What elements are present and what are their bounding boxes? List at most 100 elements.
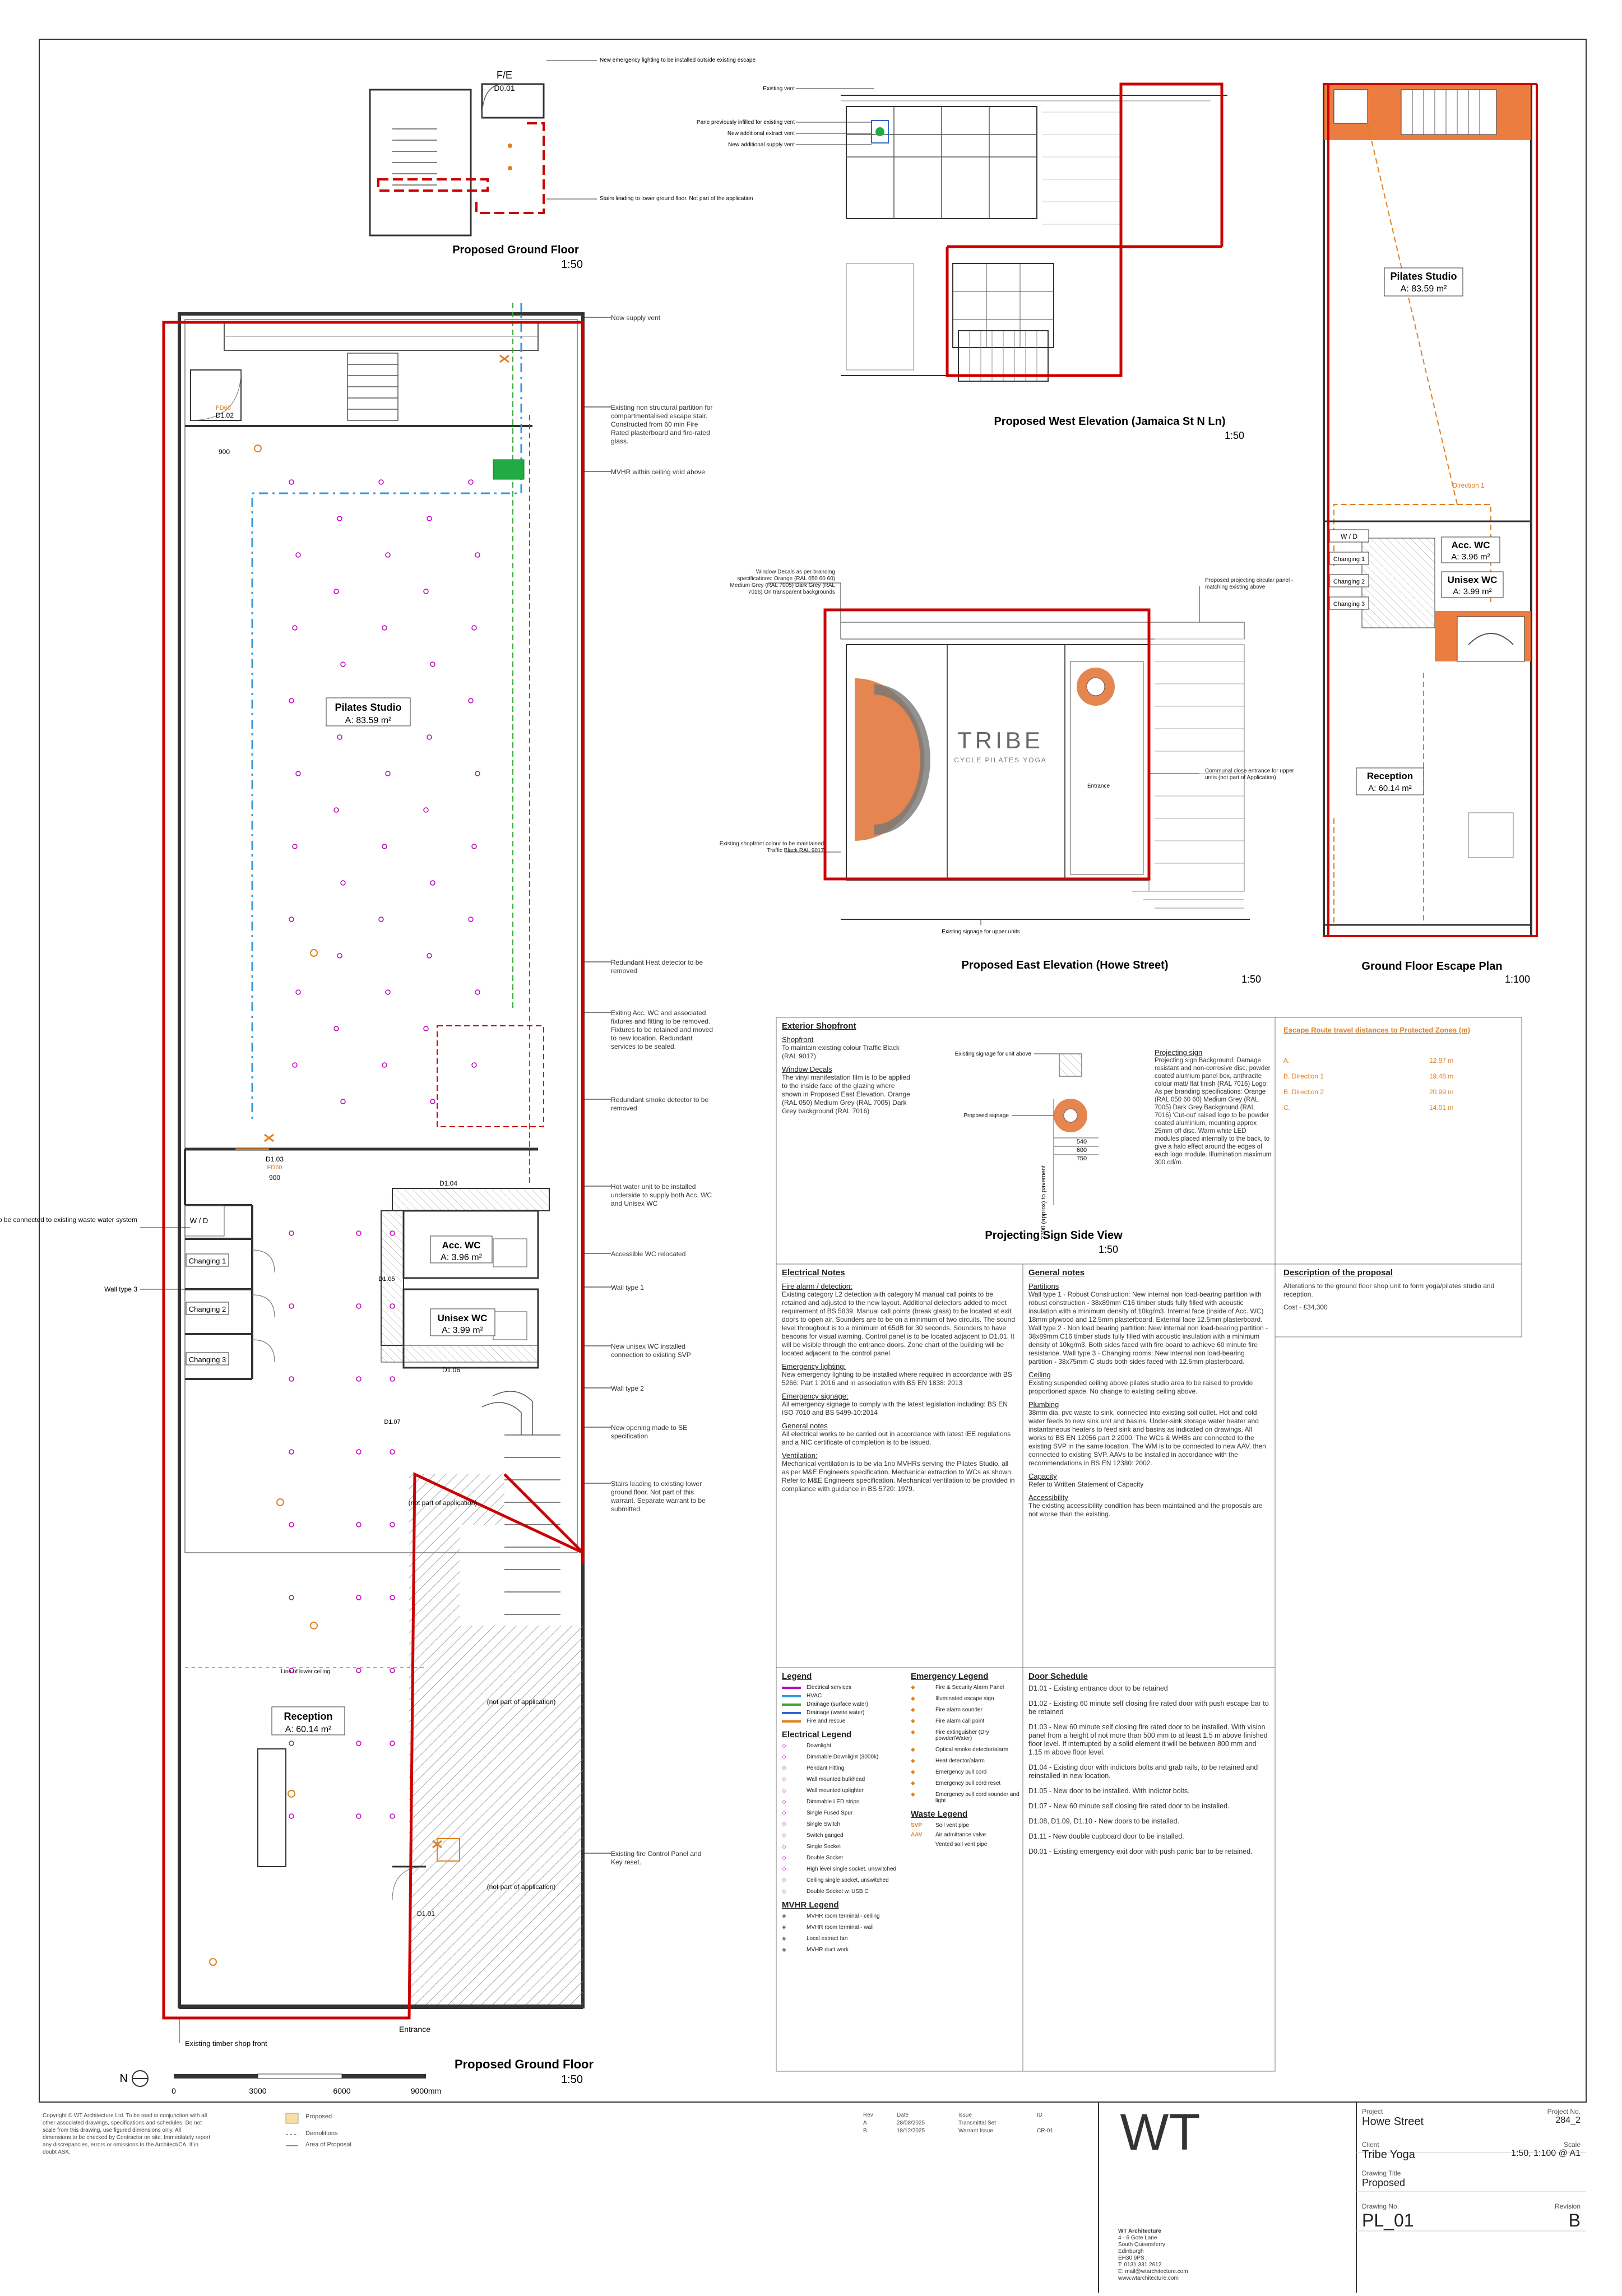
dim-900-mid: 900 [269,1174,280,1182]
scale-tick-9000: 9000mm [411,2086,441,2095]
downlight-fixture [378,479,384,485]
downlight-fixture [427,516,432,521]
door-schedule-panel: Door Schedule D1.01 - Existing entrance … [1028,1672,1269,2064]
legend-swatch [782,1695,801,1697]
proposal-cost: Cost - £34,300 [1283,1303,1328,1311]
west-note-new-supply: New additional supply vent [728,142,795,148]
legend-symbol: ◆ [911,1780,915,1786]
legend-item: ◇Wall mounted bulkhead [782,1776,911,1783]
west-note-new-extract: New additional extract vent [727,131,795,137]
notes-body: All emergency signage to comply with the… [782,1400,1008,1417]
legend-item: ◆Emergency pull cord reset [911,1780,1023,1786]
legend-label: Local extract fan [807,1936,848,1942]
downlight-fixture [468,916,474,922]
revision-cell: B [863,2128,867,2134]
downlight-fixture [295,989,301,995]
electrical-notes-sections: Fire alarm / detection:Existing category… [782,1282,1017,1493]
legend-symbol: ◇ [782,1844,786,1850]
downlight-fixture [289,1740,294,1746]
legend-label: High level single socket, unswitched [807,1866,897,1872]
label-entrance: Entrance [399,2025,430,2034]
notes-heading: Ventilation: [782,1451,818,1460]
door-d101: D1.01 [417,1910,435,1918]
legend-symbol: ◈ [782,1947,786,1953]
legend-label: Dimmable Downlight (3000k) [807,1754,879,1760]
downlight-fixture [337,734,342,740]
door-d105: D1.05 [378,1276,395,1283]
downlight-fixture [382,1062,387,1068]
legend-label: Fire extinguisher (Dry powder/Water) [935,1729,989,1742]
downlight-fixture [390,1522,395,1527]
revision-header-cell: Issue [958,2112,972,2118]
downlight-fixture [390,1668,395,1673]
legend-label: Pendant Fitting [807,1765,845,1771]
tb-client: Tribe Yoga [1362,2149,1415,2161]
annotation-6: Hot water unit to be installed underside… [611,1183,712,1207]
legend-item: ◇Switch ganged [782,1832,911,1839]
notes-heading: Capacity [1028,1472,1057,1480]
escape-distance: 19.48 m [1429,1072,1454,1080]
electrical-legend-title: Electrical Legend [782,1730,852,1739]
door-schedule-item: D1.07 - New 60 minute self closing fire … [1028,1802,1230,1810]
west-elevation [796,82,1227,382]
east-note-window-decals: Window Decals as per branding specificat… [730,569,835,595]
east-elevation [768,582,1250,925]
legend-symbol: ◆ [911,1792,915,1798]
legend-label: Electrical services [807,1684,852,1691]
esc-reception-name: Reception [1367,771,1413,781]
downlight-fixture [356,1522,362,1527]
legend-symbol: ◇ [782,1866,786,1872]
tb-title-label: Drawing Title [1362,2169,1401,2177]
downlight-fixture [333,1026,339,1031]
downlight-fixture [289,698,294,703]
general-notes-title: General notes [1028,1268,1085,1277]
legend-label: Wall mounted uplighter [807,1788,864,1794]
door-schedule-item: D1.05 - New door to be installed. With i… [1028,1787,1190,1795]
notes-heading: Ceiling [1028,1371,1051,1379]
downlight-fixture [430,880,435,886]
downlight-fixture [289,1813,294,1819]
projecting-text: Projecting sign Background: Damage resis… [1155,1057,1272,1166]
downlight-fixture [289,1376,294,1382]
label-existing-shopfront: Existing timber shop front [185,2039,267,2048]
room-acc-wc-area: A: 3.96 m² [441,1253,482,1262]
legend-item: ◆Fire alarm sounder [911,1707,1023,1713]
electrical-legend-items: ◇Downlight◇Dimmable Downlight (3000k)◇Pe… [782,1743,911,1895]
legend-item: ◇Dimmable LED strips [782,1799,911,1805]
revision-header-cell: ID [1037,2112,1042,2118]
downlight-fixture [423,1026,429,1031]
projecting-sign-title: Projecting Sign Side View [985,1229,1123,1242]
legend-symbol: ◇ [782,1855,786,1861]
downlight-fixture [356,1595,362,1600]
door-schedule-item: D1.03 - New 60 minute self closing fire … [1028,1723,1268,1756]
legend-item: ◇Single Fused Spur [782,1810,911,1816]
legend-symbol: ◆ [911,1769,915,1775]
scale-tick-6000: 6000 [333,2086,350,2095]
west-note-pane-infilled: Pane previously infilled for existing ve… [697,119,795,126]
room-reception-name: Reception [284,1711,332,1722]
annotation-2: MVHR within ceiling void above [611,468,706,476]
door-schedule-item: D0.01 - Existing emergency exit door wit… [1028,1848,1253,1855]
downlight-fixture [340,661,346,667]
escape-plan-scale: 1:100 [1505,974,1530,985]
legend-label: MVHR duct work [807,1947,849,1953]
escape-sign [264,1133,274,1142]
escape-plan [1323,83,1538,937]
west-note-existing-vent: Existing vent [763,86,795,92]
downlight-fixture [430,1099,435,1104]
address-line: Edinburgh [1118,2248,1144,2255]
emergency-legend-panel: Emergency Legend ◆Fire & Security Alarm … [911,1672,1023,2064]
tb-drawing-no-label: Drawing No. [1362,2202,1399,2210]
tb-revision-label: Revision [1554,2202,1581,2210]
downlight-fixture [333,589,339,594]
door-d104: D1.04 [439,1179,457,1187]
downlight-fixture [356,1740,362,1746]
downlight-fixture [475,989,480,995]
note-washer: Washer / Drying to be connected to exist… [0,1216,137,1224]
escape-route: C. [1283,1104,1290,1112]
legend-item: ◇Dimmable Downlight (3000k) [782,1754,911,1760]
